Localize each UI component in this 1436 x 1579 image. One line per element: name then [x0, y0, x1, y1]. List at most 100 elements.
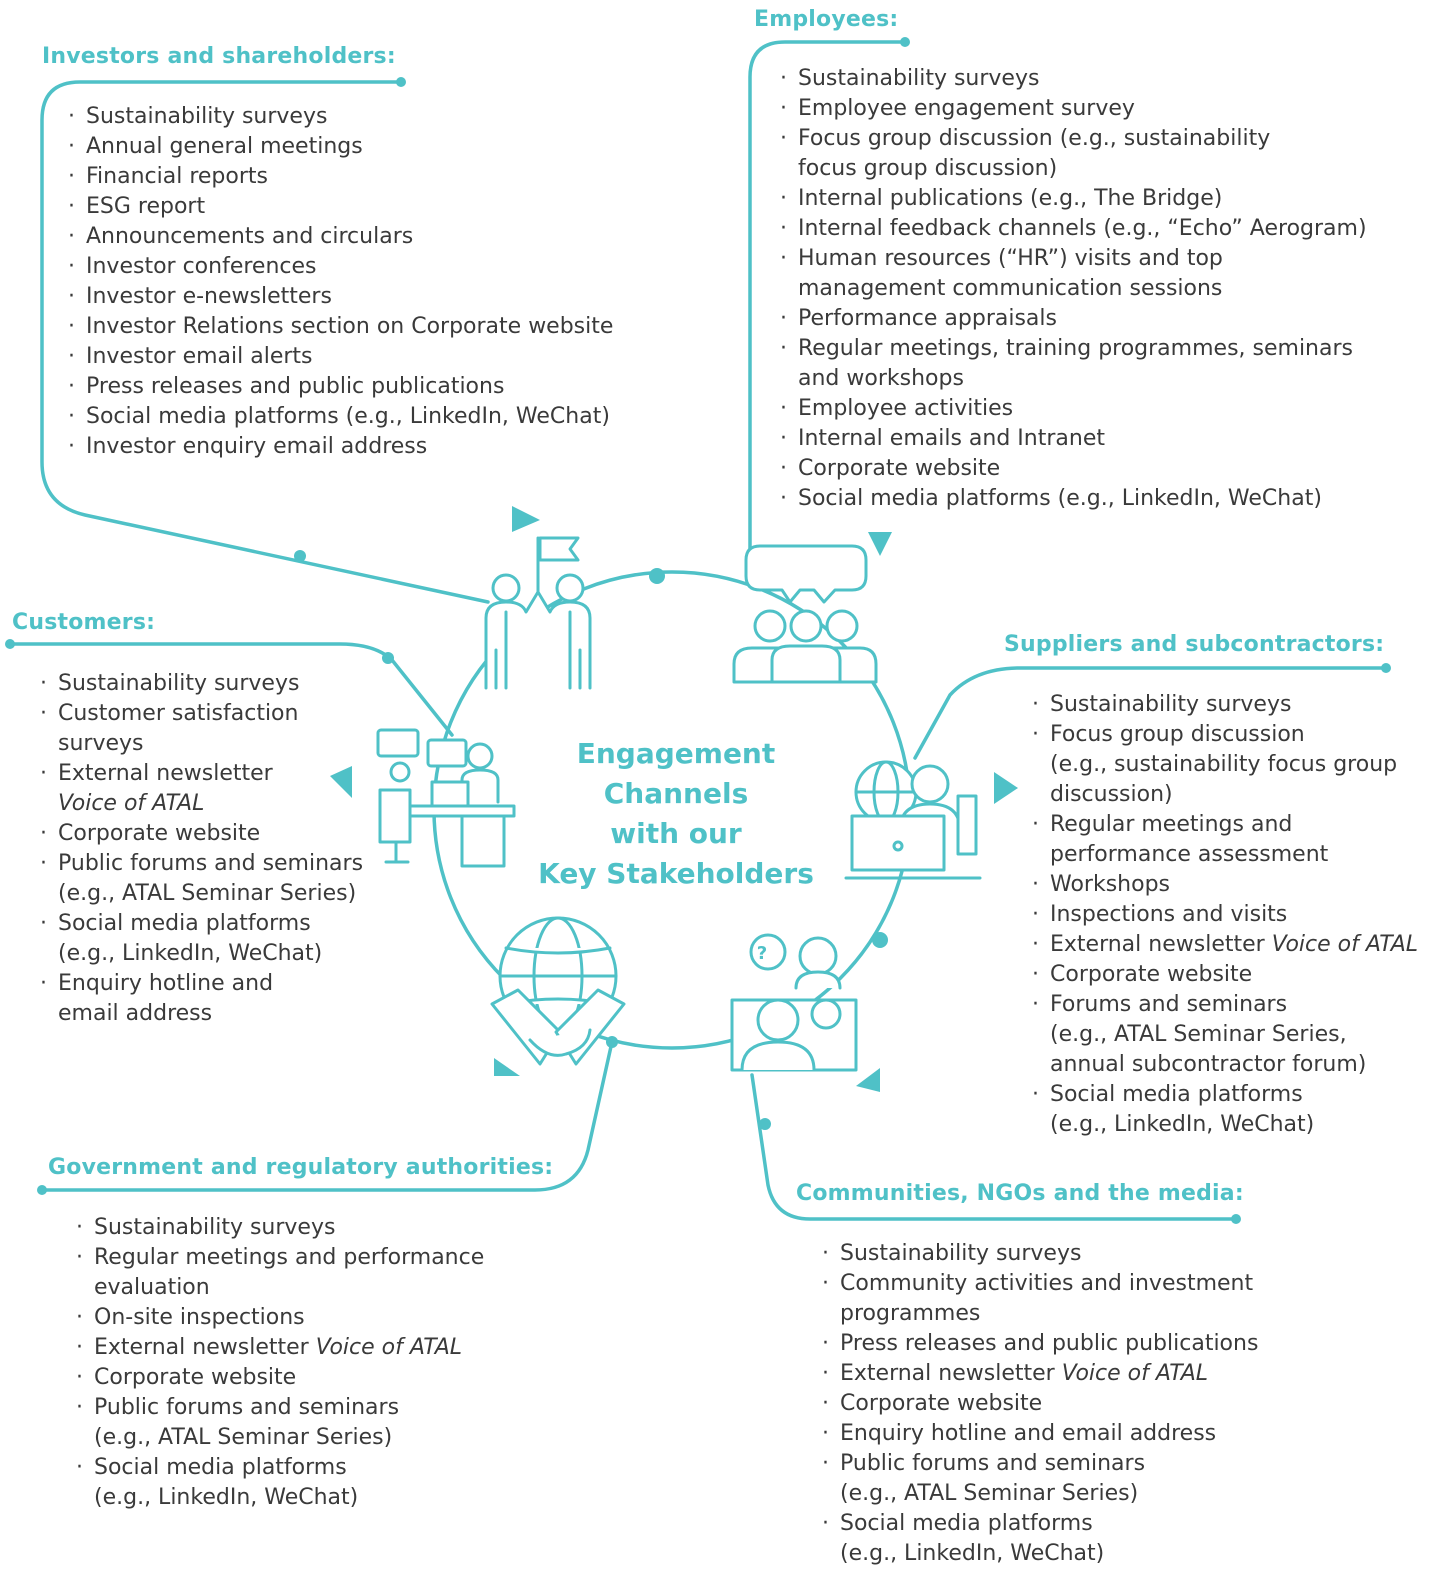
- list-item: Financial reports: [68, 162, 613, 192]
- list-item-text: On-site inspections: [94, 1305, 305, 1330]
- list-item-text: Regular meetings and performance: [94, 1245, 485, 1270]
- employees-speech-bubble-icon: [732, 544, 878, 684]
- list-item-text: Employee engagement survey: [798, 96, 1135, 121]
- list-item-text: Forums and seminars: [1050, 992, 1288, 1017]
- center-title-line: with our: [610, 817, 742, 850]
- suppliers-globe-laptop-icon: [844, 760, 982, 880]
- list-item: Investor enquiry email address: [68, 432, 613, 462]
- list-item: External newsletter Voice of ATAL: [822, 1359, 1258, 1389]
- list-item-text: Focus group discussion (e.g., sustainabi…: [798, 126, 1271, 151]
- list-item-text: (e.g., LinkedIn, WeChat): [94, 1485, 359, 1510]
- list-item-text: (e.g., ATAL Seminar Series): [840, 1481, 1139, 1506]
- list-item: Investor e-newsletters: [68, 282, 613, 312]
- connector-investors: [40, 80, 490, 604]
- connector-suppliers: [913, 666, 1388, 760]
- list-item-text: Human resources (“HR”) visits and top: [798, 246, 1223, 271]
- list-item-text: Voice of ATAL: [315, 1335, 463, 1360]
- list-item-text: Enquiry hotline and email address: [840, 1421, 1217, 1446]
- list-item: Sustainability surveys: [40, 669, 363, 699]
- list-item-text: Corporate website: [840, 1391, 1043, 1416]
- list-item: Community activities and investmentprogr…: [822, 1269, 1258, 1329]
- list-item-text: Corporate website: [798, 456, 1001, 481]
- communities-list: Sustainability surveysCommunity activiti…: [822, 1239, 1258, 1569]
- list-item: Internal publications (e.g., The Bridge): [780, 184, 1367, 214]
- list-item: Sustainability surveys: [1032, 690, 1418, 720]
- list-item-text: Public forums and seminars: [840, 1451, 1146, 1476]
- list-item: Regular meetings, training programmes, s…: [780, 334, 1367, 394]
- list-item-text: Financial reports: [86, 164, 268, 189]
- government-heading: Government and regulatory authorities:: [48, 1155, 554, 1180]
- list-item-text: Corporate website: [1050, 962, 1253, 987]
- list-item: Corporate website: [76, 1363, 484, 1393]
- list-item-text: management communication sessions: [798, 276, 1223, 301]
- list-item-text: Press releases and public publications: [840, 1331, 1259, 1356]
- employees-heading: Employees:: [754, 7, 899, 32]
- government-list: Sustainability surveysRegular meetings a…: [76, 1213, 484, 1513]
- center-title-line: Engagement: [576, 737, 776, 770]
- communities-heading: Communities, NGOs and the media:: [796, 1181, 1244, 1206]
- list-item-text: Social media platforms: [1050, 1082, 1303, 1107]
- list-item-text: External newsletter: [94, 1335, 316, 1360]
- arrow-triangle: [994, 772, 1018, 804]
- list-item: Annual general meetings: [68, 132, 613, 162]
- list-item-text: Public forums and seminars: [94, 1395, 400, 1420]
- list-item: Internal emails and Intranet: [780, 424, 1367, 454]
- list-item: Investor email alerts: [68, 342, 613, 372]
- list-item-text: External newsletter: [58, 761, 273, 786]
- list-item-text: (e.g., ATAL Seminar Series): [94, 1425, 393, 1450]
- list-item-text: Investor conferences: [86, 254, 317, 279]
- list-item-text: evaluation: [94, 1275, 210, 1300]
- list-item: Employee activities: [780, 394, 1367, 424]
- list-item: Social media platforms(e.g., LinkedIn, W…: [822, 1509, 1258, 1569]
- list-item: Focus group discussion(e.g., sustainabil…: [1032, 720, 1418, 810]
- list-item-text: Inspections and visits: [1050, 902, 1288, 927]
- customers-desk-chat-icon: [376, 728, 516, 868]
- arrow-triangle: [856, 1068, 880, 1092]
- svg-text:?: ?: [757, 943, 767, 964]
- list-item-text: email address: [58, 1001, 213, 1026]
- list-item: Performance appraisals: [780, 304, 1367, 334]
- list-item-text: discussion): [1050, 782, 1173, 807]
- customers-list: Sustainability surveysCustomer satisfact…: [40, 669, 363, 1029]
- list-item-text: focus group discussion): [798, 156, 1058, 181]
- list-item: Internal feedback channels (e.g., “Echo”…: [780, 214, 1367, 244]
- center-title: Engagement Channels with our Key Stakeho…: [520, 734, 832, 894]
- arrow-triangle: [512, 506, 540, 532]
- list-item-text: Sustainability surveys: [798, 66, 1040, 91]
- list-item: Social media platforms (e.g., LinkedIn, …: [68, 402, 613, 432]
- list-item-text: Performance appraisals: [798, 306, 1057, 331]
- list-item: Sustainability surveys: [76, 1213, 484, 1243]
- list-item: Workshops: [1032, 870, 1418, 900]
- list-item-text: Corporate website: [58, 821, 261, 846]
- list-item-text: Sustainability surveys: [840, 1241, 1082, 1266]
- list-item-text: Sustainability surveys: [58, 671, 300, 696]
- list-item: Announcements and circulars: [68, 222, 613, 252]
- list-item: Enquiry hotline and email address: [822, 1419, 1258, 1449]
- list-item-text: (e.g., sustainability focus group: [1050, 752, 1398, 777]
- customers-heading: Customers:: [12, 610, 156, 635]
- list-item-text: programmes: [840, 1301, 981, 1326]
- list-item: Human resources (“HR”) visits and top man…: [780, 244, 1367, 304]
- list-item: Social media platforms(e.g., LinkedIn, W…: [1032, 1080, 1418, 1140]
- list-item-text: Social media platforms (e.g., LinkedIn, …: [86, 404, 610, 429]
- list-item-text: Voice of ATAL: [1271, 932, 1419, 957]
- list-item: External newsletter Voice of ATAL: [76, 1333, 484, 1363]
- list-item: Sustainability surveys: [780, 64, 1367, 94]
- list-item: Focus group discussion (e.g., sustainabi…: [780, 124, 1367, 184]
- list-item-text: External newsletter: [1050, 932, 1272, 957]
- list-item-text: Social media platforms: [58, 911, 311, 936]
- list-item-text: (e.g., LinkedIn, WeChat): [840, 1541, 1105, 1566]
- list-item: Corporate website: [1032, 960, 1418, 990]
- list-item-text: Sustainability surveys: [1050, 692, 1292, 717]
- list-item-text: Social media platforms (e.g., LinkedIn, …: [798, 486, 1322, 511]
- list-item-text: Employee activities: [798, 396, 1014, 421]
- list-item-text: Internal feedback channels (e.g., “Echo”…: [798, 216, 1367, 241]
- employees-list: Sustainability surveysEmployee engagemen…: [780, 64, 1367, 514]
- suppliers-list: Sustainability surveysFocus group discus…: [1032, 690, 1418, 1140]
- center-title-line: Channels: [603, 777, 749, 810]
- list-item-text: External newsletter: [840, 1361, 1062, 1386]
- list-item-text: Customer satisfaction: [58, 701, 299, 726]
- list-item-text: (e.g., LinkedIn, WeChat): [58, 941, 323, 966]
